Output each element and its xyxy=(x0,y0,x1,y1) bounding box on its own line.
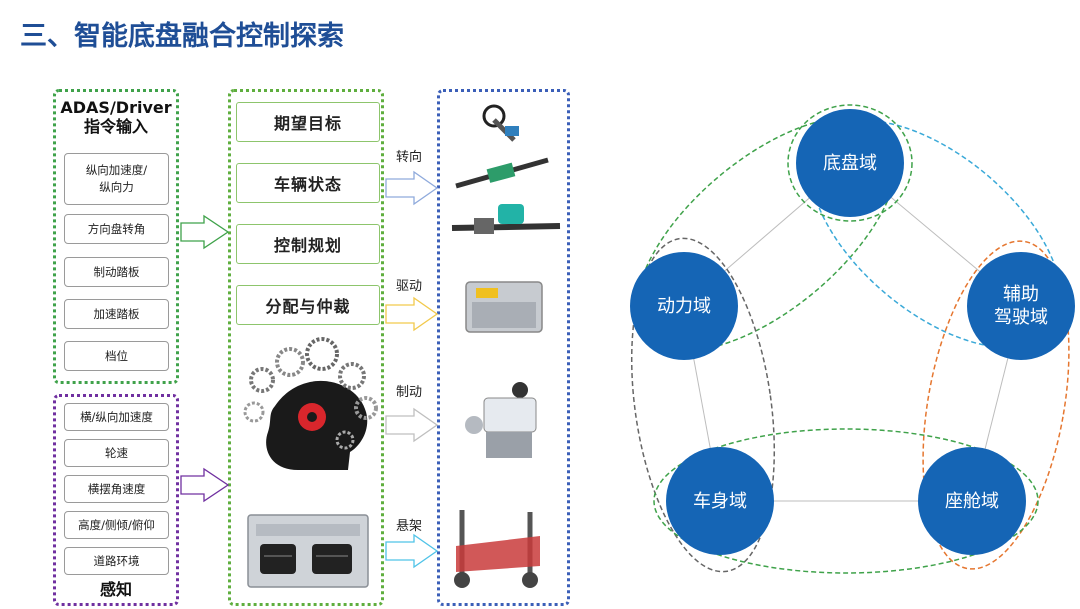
gear-2 xyxy=(275,347,305,377)
ecu-illustration xyxy=(247,514,369,588)
steering-rack-illustration xyxy=(455,157,549,189)
arrow-sense-to-controller xyxy=(180,467,230,503)
ecu-connector-right xyxy=(312,544,352,574)
grouping-power-body xyxy=(630,237,776,573)
arrow-to-brake xyxy=(385,407,439,443)
sense-lateral-longitudinal-accel: 横/纵向加速度 xyxy=(64,403,169,431)
adas-title-line2: 指令输入 xyxy=(83,117,148,136)
sense-road-environment: 道路环境 xyxy=(64,547,169,575)
input-gear: 档位 xyxy=(64,341,169,371)
controller-group xyxy=(228,89,384,606)
actuator-label-drive: 驱动 xyxy=(396,279,423,294)
input-steering-angle: 方向盘转角 xyxy=(64,214,169,244)
grouping-chassis-top xyxy=(787,104,913,222)
page-title: 三、智能底盘融合控制探索 xyxy=(20,21,344,52)
gear-5 xyxy=(354,396,378,420)
node-adas-domain: 辅助 驾驶域 xyxy=(967,252,1075,360)
brake-unit-illustration xyxy=(465,382,537,458)
gear-1 xyxy=(249,367,275,393)
gear-4 xyxy=(338,362,366,390)
arrow-to-suspension xyxy=(385,533,439,569)
adas-title-line1: ADAS/Driver xyxy=(60,98,172,117)
gear-3 xyxy=(305,337,339,371)
ctrl-vehicle-state: 车辆状态 xyxy=(236,163,380,203)
ctrl-control-planning: 控制规划 xyxy=(236,224,380,264)
eps-axle-illustration xyxy=(451,204,561,234)
input-accelerator-pedal: 加速踏板 xyxy=(64,299,169,329)
sense-group-title: 感知 xyxy=(99,580,132,599)
adas-group-title: ADAS/Driver 指令输入 xyxy=(53,98,179,136)
arrow-input-to-controller xyxy=(180,214,230,250)
ctrl-desired-target: 期望目标 xyxy=(236,102,380,142)
sensing-group xyxy=(53,394,179,606)
node-chassis-domain: 底盘域 xyxy=(796,109,904,217)
sense-yaw-rate: 横摆角速度 xyxy=(64,475,169,503)
drive-motor-illustration xyxy=(465,281,543,333)
brain-gears-illustration xyxy=(243,337,378,470)
ecu-connector-left xyxy=(260,544,296,574)
sense-wheel-speed: 轮速 xyxy=(64,439,169,467)
node-cockpit-domain: 座舱域 xyxy=(918,447,1026,555)
actuator-label-steering: 转向 xyxy=(396,150,423,165)
node-body-domain: 车身域 xyxy=(666,447,774,555)
actuator-group xyxy=(437,89,570,606)
arrow-to-steering xyxy=(385,170,439,206)
gear-7 xyxy=(335,430,355,450)
actuator-label-brake: 制动 xyxy=(396,385,423,400)
node-powertrain-domain: 动力域 xyxy=(630,252,738,360)
suspension-illustration xyxy=(454,510,540,588)
actuator-label-suspension: 悬架 xyxy=(396,519,423,534)
grouping-adas-cockpit xyxy=(922,240,1070,570)
steering-wheel-illustration xyxy=(482,104,519,142)
arrow-to-drive xyxy=(385,296,439,332)
grouping-body-cockpit xyxy=(653,428,1039,574)
ctrl-allocation-arbitration: 分配与仲裁 xyxy=(236,285,380,325)
gear-6 xyxy=(243,401,265,423)
adas-input-group xyxy=(53,89,179,384)
input-brake-pedal: 制动踏板 xyxy=(64,257,169,287)
sense-height-roll-pitch: 高度/侧倾/俯仰 xyxy=(64,511,169,539)
input-longitudinal-accel: 纵向加速度/ 纵向力 xyxy=(64,153,169,205)
